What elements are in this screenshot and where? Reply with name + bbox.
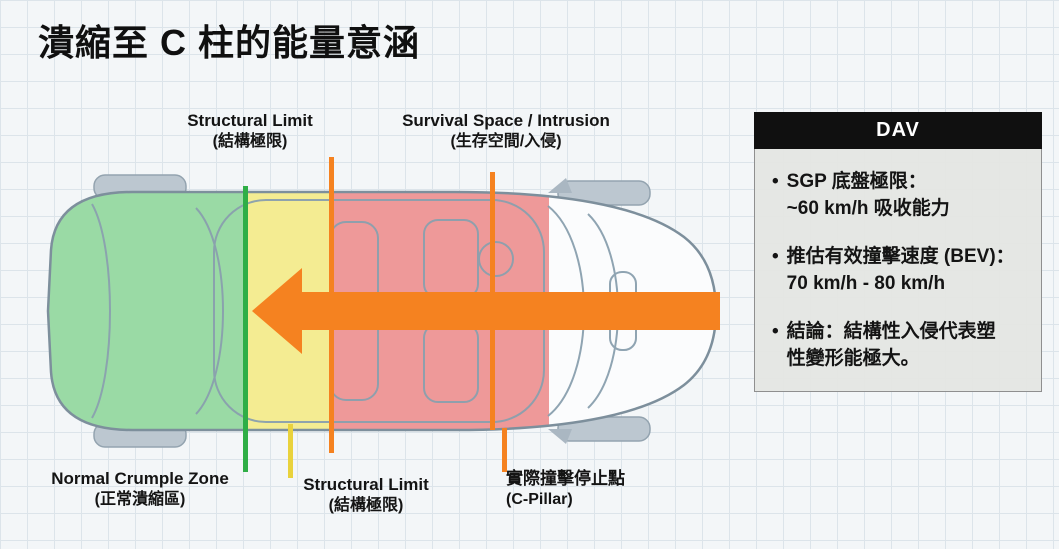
bullet-dot-icon: • [772, 321, 779, 343]
label-survival-space-en: Survival Space / Intrusion [402, 111, 610, 130]
label-survival-space-zh: (生存空間/入侵) [450, 133, 562, 151]
label-structural-limit-bottom-zh: (結構極限) [328, 497, 404, 515]
dav-panel: DAV • SGP 底盤極限： ~60 km/h 吸收能力 • 推估有效撞擊速度… [754, 112, 1042, 392]
label-impact-stop-point-zh: 實際撞擊停止點 [506, 469, 625, 488]
rear-window [195, 207, 224, 415]
page-title: 潰縮至 C 柱的能量意涵 [38, 22, 421, 63]
mirror-bottom [548, 429, 572, 444]
impact-arrow [252, 268, 720, 354]
panel-bullet-sgp-limit-line2: ~60 km/h 吸收能力 [786, 197, 950, 219]
panel-bullet-impact-speed-line1: 推估有效撞擊速度 (BEV)： [786, 246, 1015, 268]
dav-panel-body: • SGP 底盤極限： ~60 km/h 吸收能力 • 推估有效撞擊速度 (BE… [754, 149, 1042, 392]
bullet-dot-icon: • [772, 171, 779, 192]
panel-bullet-conclusion: • 結論：結構性入侵代表塑 性變形能極大。 [768, 319, 1028, 372]
label-normal-crumple-zone-zh: (正常潰縮區) [94, 491, 186, 509]
label-structural-limit-bottom: Structural Limit (結構極限) [281, 474, 451, 517]
label-normal-crumple-zone: Normal Crumple Zone (正常潰縮區) [30, 468, 250, 511]
panel-bullet-sgp-limit: • SGP 底盤極限： ~60 km/h 吸收能力 [768, 169, 1028, 222]
label-structural-limit-top-zh: (結構極限) [212, 133, 288, 151]
label-structural-limit-top-en: Structural Limit [187, 111, 313, 130]
green-limit-line [243, 186, 248, 472]
label-impact-stop-point-en: (C-Pillar) [506, 491, 573, 509]
label-impact-stop-point: 實際撞擊停止點 (C-Pillar) [506, 468, 696, 511]
yellow-structural-line [288, 424, 293, 478]
label-normal-crumple-zone-en: Normal Crumple Zone [51, 469, 229, 488]
side-mirrors [548, 178, 572, 444]
bullet-dot-icon: • [772, 246, 779, 268]
label-survival-space: Survival Space / Intrusion (生存空間/入侵) [381, 110, 631, 153]
trunk-line [91, 203, 111, 419]
panel-bullet-sgp-limit-text: SGP 底盤極限： ~60 km/h 吸收能力 [787, 169, 950, 222]
panel-bullet-conclusion-text: 結論：結構性入侵代表塑 性變形能極大。 [787, 319, 996, 372]
panel-bullet-impact-speed-line2: 70 km/h - 80 km/h [786, 272, 946, 294]
label-structural-limit-top: Structural Limit (結構極限) [160, 110, 340, 153]
green-zone [48, 192, 245, 430]
dav-panel-title: DAV [754, 112, 1042, 149]
panel-bullet-sgp-limit-line1: SGP 底盤極限： [786, 171, 927, 192]
panel-bullet-conclusion-line1: 結論：結構性入侵代表塑 [786, 321, 996, 343]
label-structural-limit-bottom-en: Structural Limit [303, 475, 429, 494]
car-body-outline [46, 190, 718, 432]
mirror-top [548, 178, 572, 193]
panel-bullet-conclusion-line2: 性變形能極大。 [786, 347, 920, 369]
panel-bullet-impact-speed-text: 推估有效撞擊速度 (BEV)： 70 km/h - 80 km/h [787, 244, 1015, 297]
steering-wheel [478, 241, 514, 277]
orange-cpillar-line [502, 428, 507, 472]
panel-bullet-impact-speed: • 推估有效撞擊速度 (BEV)： 70 km/h - 80 km/h [768, 244, 1028, 297]
